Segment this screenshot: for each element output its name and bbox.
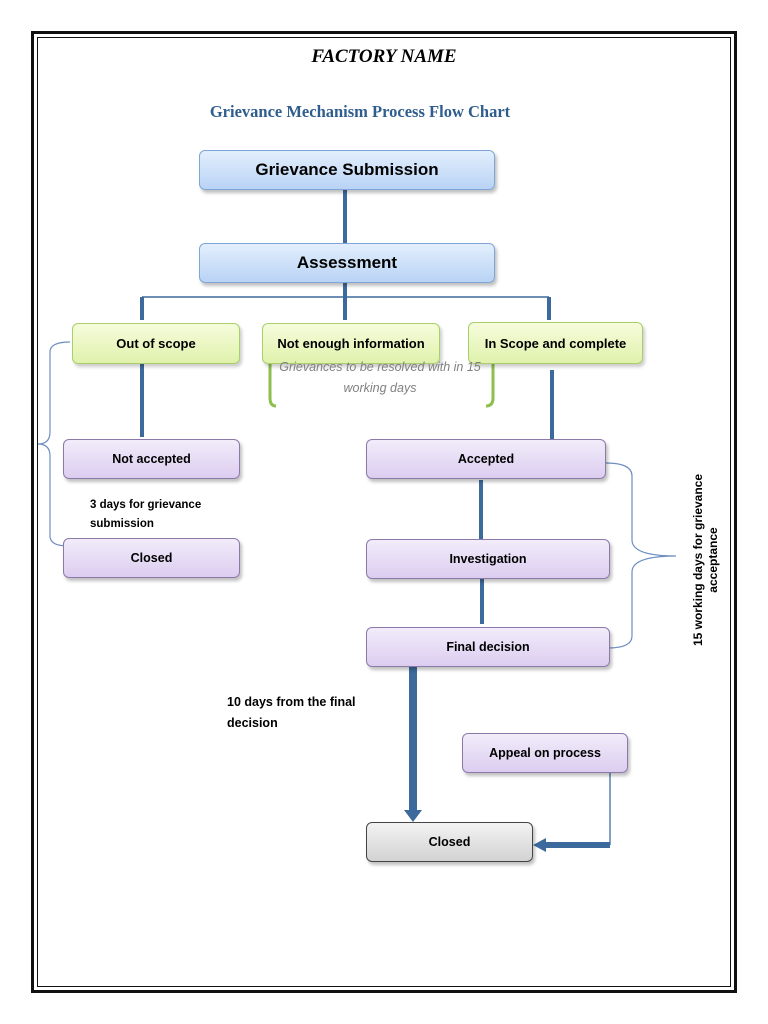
node-closed-final: Closed bbox=[366, 822, 533, 862]
node-accepted: Accepted bbox=[366, 439, 606, 479]
note-acceptance-days: 15 working days for grievance acceptance bbox=[691, 473, 720, 647]
page-border-inner bbox=[37, 37, 731, 987]
node-assessment: Assessment bbox=[199, 243, 495, 283]
chart-title: Grievance Mechanism Process Flow Chart bbox=[209, 102, 511, 121]
note-final-decision-days: 10 days from the final decision bbox=[227, 695, 356, 730]
node-grievance-submission: Grievance Submission bbox=[199, 150, 495, 190]
resolution-note: Grievances to be resolved with in 15 wor… bbox=[279, 360, 481, 395]
node-appeal-on-process: Appeal on process bbox=[462, 733, 628, 773]
connector-final-closed-arrowhead bbox=[404, 810, 422, 822]
node-not-accepted: Not accepted bbox=[63, 439, 240, 479]
node-in-scope-complete: In Scope and complete bbox=[468, 322, 643, 364]
connector-appeal-arrowhead bbox=[533, 838, 546, 852]
bracket-right bbox=[605, 462, 677, 649]
node-closed-left: Closed bbox=[63, 538, 240, 578]
bracket-left bbox=[37, 341, 71, 547]
page-border-outer bbox=[31, 31, 737, 993]
node-not-enough-information: Not enough information bbox=[262, 323, 440, 364]
node-investigation: Investigation bbox=[366, 539, 610, 579]
note-submission-days: 3 days for grievance submission bbox=[90, 499, 202, 530]
node-out-of-scope: Out of scope bbox=[72, 323, 240, 364]
factory-name: FACTORY NAME bbox=[311, 46, 457, 67]
node-final-decision: Final decision bbox=[366, 627, 610, 667]
